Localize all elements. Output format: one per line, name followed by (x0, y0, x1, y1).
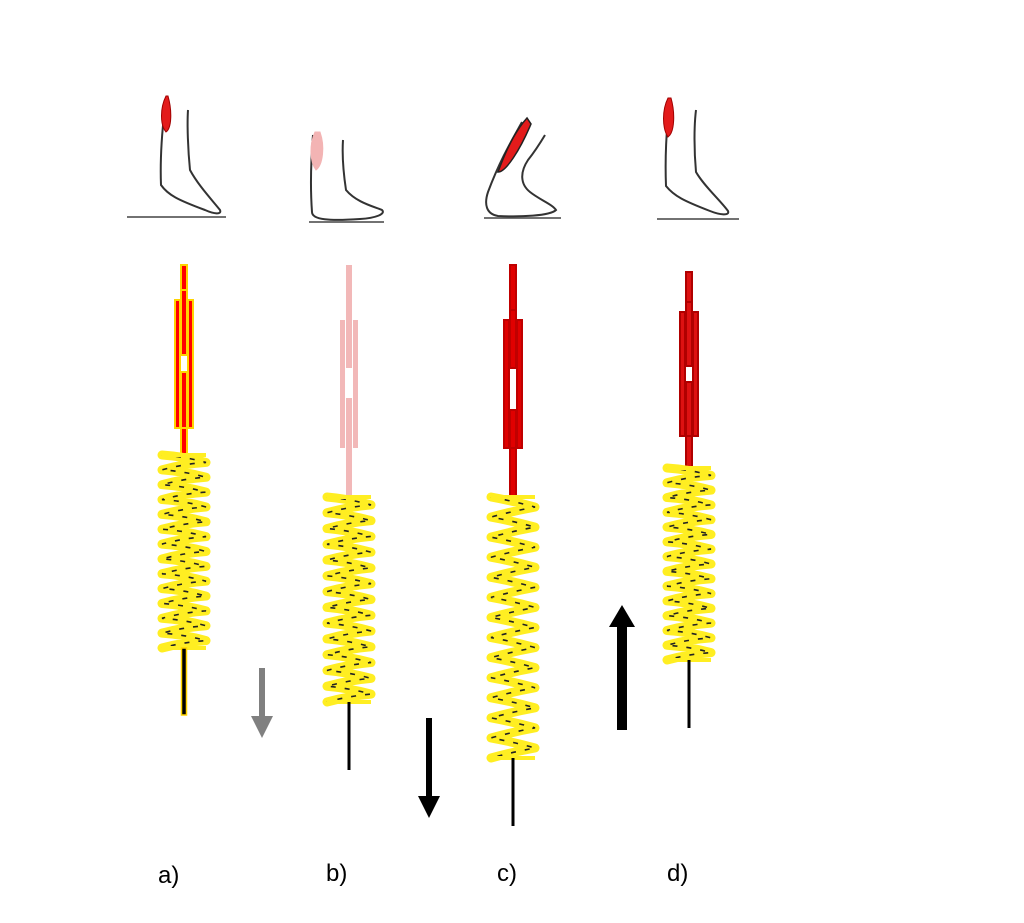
tendon-spring-coil (486, 492, 540, 763)
force-arrow-head-d (609, 605, 635, 627)
muscle-neck-rod (685, 435, 693, 469)
muscle-neck-rod (180, 427, 188, 456)
muscle-filament-upper (685, 301, 693, 367)
muscle-tendon-unit-d (609, 271, 716, 730)
muscle-filament-lower (346, 398, 352, 458)
tendon-spring-coil (662, 463, 716, 665)
muscle-tendon-unit-b (322, 265, 440, 818)
force-arrow-head-a (251, 716, 273, 738)
muscle-fiber-left (340, 320, 345, 448)
muscle-fiber-right (187, 299, 194, 429)
tendon-spring-coil (157, 450, 211, 653)
foot-sketch-a (127, 95, 226, 218)
foot-outline (159, 103, 222, 215)
muscle-fiber-left (174, 299, 181, 429)
muscle-filament-upper (346, 310, 352, 368)
tendon-spring-coil (322, 492, 376, 707)
panel-label-a: a) (158, 862, 180, 889)
calf-muscle-highlight (161, 95, 172, 133)
panel-label-b: b) (326, 860, 348, 887)
tendon-spring-stripes (161, 454, 207, 649)
muscle-top-rod (346, 265, 352, 320)
calf-muscle-highlight (663, 97, 675, 138)
muscle-neck-rod (509, 447, 517, 498)
foot-sketch-d (657, 97, 739, 220)
foot-outline (309, 134, 384, 221)
force-arrow-head-b (418, 796, 440, 818)
muscle-tendon-unit-a (157, 264, 273, 738)
muscle-neck-rod (346, 448, 352, 497)
panel-label-c: c) (497, 860, 517, 887)
muscle-filament-upper (180, 289, 188, 356)
tendon-anchor-wire (180, 647, 188, 716)
tendon-spring-stripes (666, 467, 712, 661)
muscle-fiber-left (503, 319, 510, 449)
muscle-tendon-unit-c (486, 264, 540, 826)
foot-outline (664, 105, 730, 216)
muscle-fiber-right (516, 319, 523, 449)
calf-muscle-highlight (310, 131, 324, 171)
muscle-fiber-right (353, 320, 358, 448)
foot-outline (485, 121, 558, 218)
muscle-fiber-right (692, 311, 699, 437)
muscle-fiber-left (679, 311, 686, 437)
foot-sketch-c (484, 116, 561, 219)
foot-sketch-b (309, 131, 384, 223)
calf-muscle-highlight (496, 116, 532, 173)
muscle-filament-upper (509, 309, 517, 369)
panel-label-d: d) (667, 860, 689, 887)
